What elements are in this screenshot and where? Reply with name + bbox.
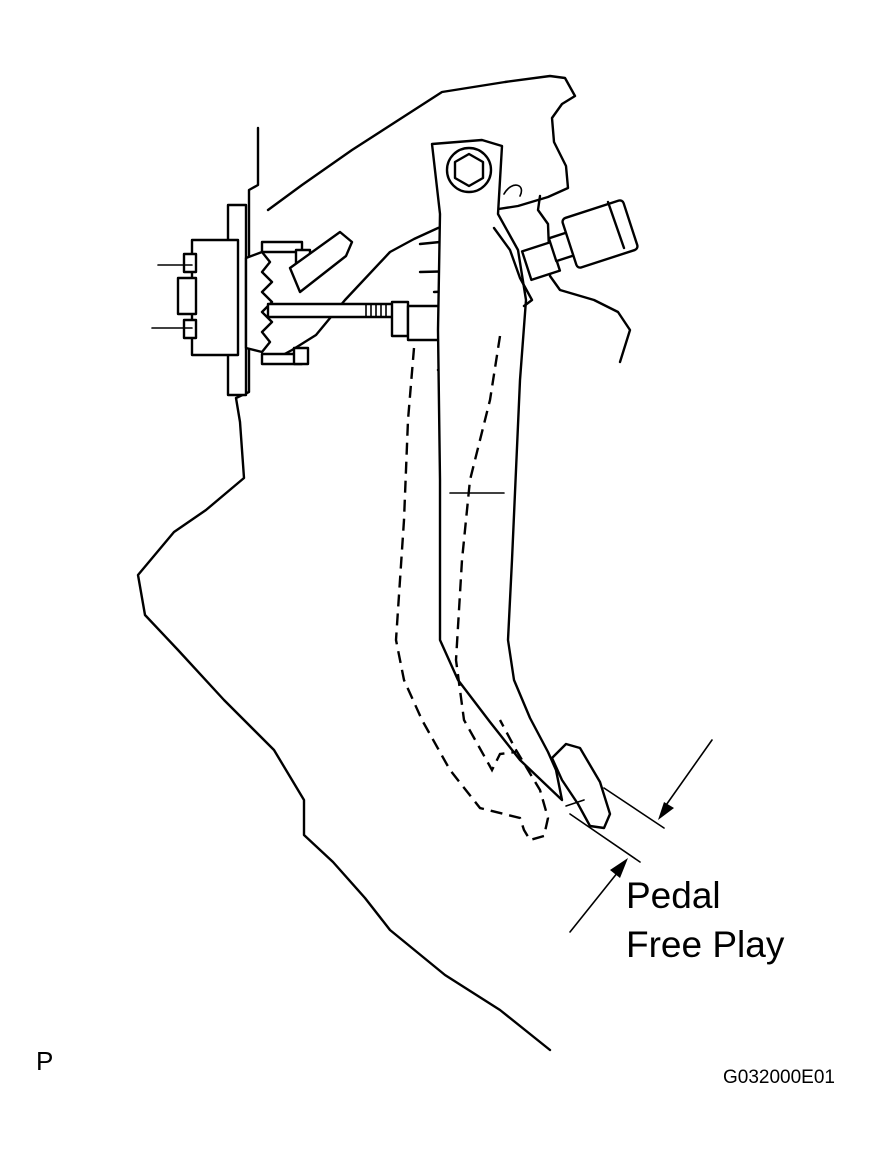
push-rod-thread [365,303,387,318]
switch-bracket-arm [536,194,632,364]
pedal-arm [430,138,564,802]
dimension-extension-upper [603,787,665,829]
switch-connector [606,200,626,250]
callout-free-play: Free Play [626,924,785,965]
nut-lower [292,346,310,366]
master-cylinder-body [190,238,240,357]
bracket-arm [288,230,354,294]
dimension-arrow-upper-shaft [663,739,713,809]
mount-stud-top [260,240,304,254]
pedal-pad [550,742,612,830]
dimension-arrowhead-lower [610,858,628,878]
dimension-arrowhead-upper [658,802,674,820]
figure-code: G032000E01 [723,1067,835,1088]
pivot-spring [503,184,523,197]
pedal-pad-edge [565,799,585,807]
cylinder-block-lower [182,318,198,340]
upper-bracket-outline [266,74,577,364]
pedal-dashed-outline-inner [454,335,517,773]
push-rod [266,302,400,319]
callout-pedal: Pedal [626,875,721,916]
corner-mark: P [36,1046,53,1076]
bellows-boot [244,250,274,354]
switch-bracket [492,226,534,308]
cylinder-cap [176,276,198,316]
pedal-dashed-outline-outer [394,347,550,842]
pivot-bolt-head [453,152,485,188]
dimension-extension-lower [569,813,641,863]
cylinder-block-upper [182,252,198,274]
dimension-arrow-lower-shaft [569,871,619,933]
stop-lamp-switch [561,199,639,269]
push-rod-locknut [390,300,410,338]
